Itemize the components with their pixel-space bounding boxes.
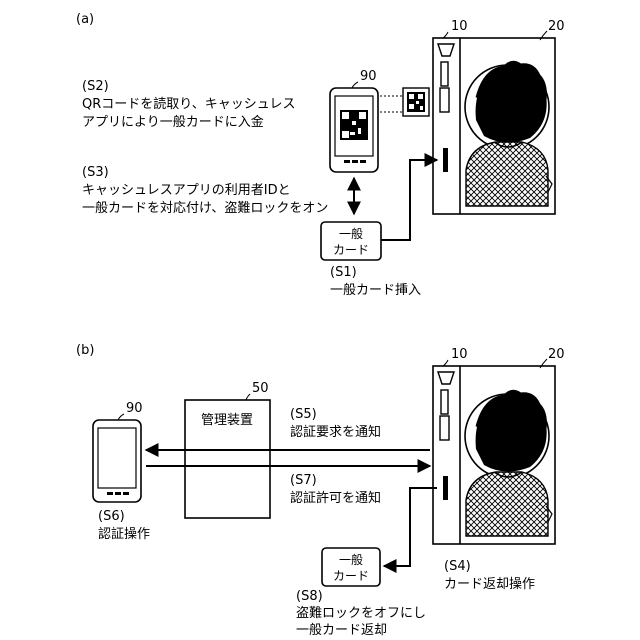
insert-arrow <box>381 160 437 240</box>
ref-90-b: 90 <box>126 401 143 416</box>
s7-text: 認証許可を通知 <box>290 490 381 506</box>
s4-text: カード返却操作 <box>444 576 535 592</box>
server-label: 管理装置 <box>201 413 253 428</box>
user-figure-a <box>465 63 552 206</box>
panel-b-label: (b) <box>76 343 94 358</box>
s5-step: (S5) <box>290 407 317 422</box>
ref-10-b: 10 <box>451 347 468 362</box>
card-b-line2: カード <box>333 569 369 583</box>
coin-slot <box>441 390 448 414</box>
qr-reader <box>440 416 449 440</box>
coin-slot <box>441 62 448 86</box>
qr-reader <box>440 88 449 112</box>
card-slot <box>443 148 448 172</box>
ref-50: 50 <box>252 381 269 396</box>
s4-step: (S4) <box>444 559 471 574</box>
s1-text: 一般カード挿入 <box>330 282 421 298</box>
panel-a-label: (a) <box>76 12 94 27</box>
s8-line1: 盗難ロックをオフにし <box>296 605 426 621</box>
s6-text: 認証操作 <box>98 526 150 542</box>
card-slot <box>443 476 448 500</box>
s8-step: (S8) <box>296 589 323 604</box>
card-b-line1: 一般 <box>339 552 363 567</box>
user-figure-b <box>465 392 552 536</box>
card-a-line1: 一般 <box>339 226 363 241</box>
s2-step: (S2) <box>82 79 109 94</box>
smartphone-a <box>330 88 378 172</box>
s8-line2: 一般カード返却 <box>296 622 387 638</box>
s3-line2: 一般カードを対応付け、盗難ロックをオン <box>82 200 328 216</box>
ref-20-a: 20 <box>548 19 565 34</box>
s5-text: 認証要求を通知 <box>290 424 381 440</box>
ref-10-a: 10 <box>451 19 468 34</box>
s2-line2: アプリにより一般カードに入金 <box>82 114 264 130</box>
s2-line1: QRコードを読取り、キャッシュレス <box>82 96 296 112</box>
s3-line1: キャッシュレスアプリの利用者IDと <box>82 183 291 198</box>
ref-90-a: 90 <box>360 69 377 84</box>
s1-step: (S1) <box>330 265 357 280</box>
machine-qr-code <box>403 88 429 116</box>
smartphone-b <box>93 420 141 502</box>
ref-20-b: 20 <box>548 347 565 362</box>
s6-step: (S6) <box>98 509 125 524</box>
s7-step: (S7) <box>290 473 317 488</box>
card-a-line2: カード <box>333 243 369 257</box>
s3-step: (S3) <box>82 165 109 180</box>
return-arrow <box>384 488 437 566</box>
